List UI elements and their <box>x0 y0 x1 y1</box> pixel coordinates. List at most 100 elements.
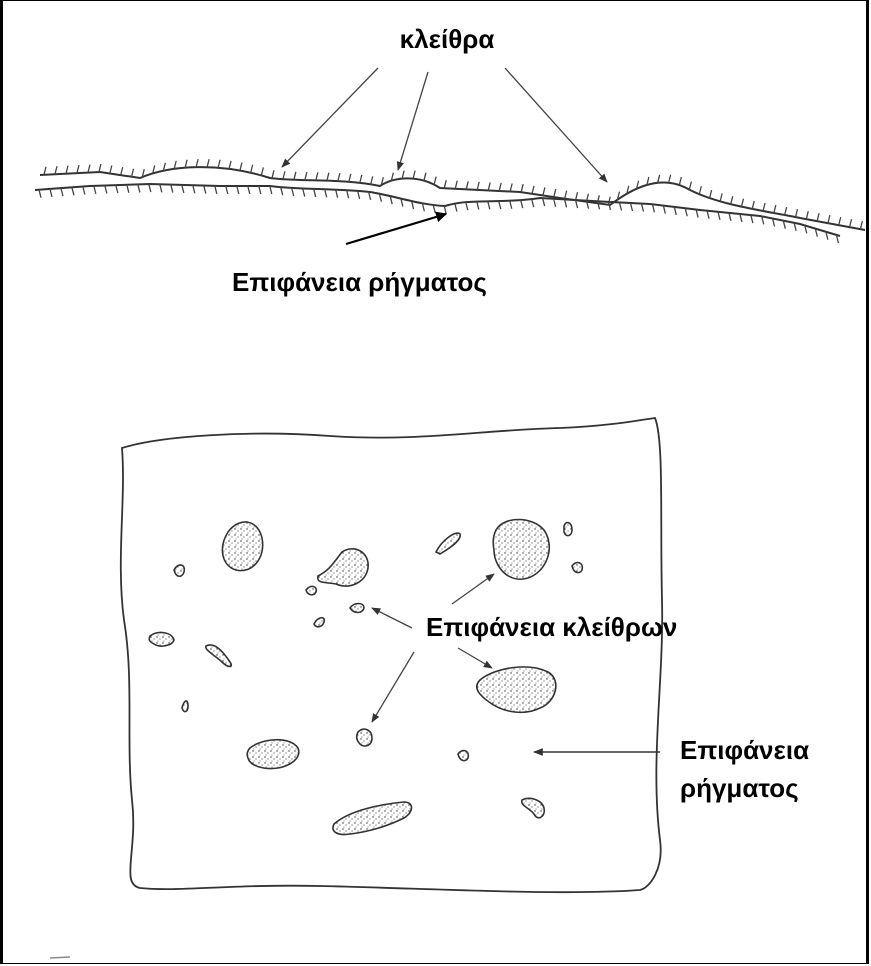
pore <box>318 549 368 586</box>
label-pore-surface: Επιφάνεια κλείθρων <box>426 612 677 642</box>
label-fracture-surface-right-line2: ρήγματος <box>680 773 799 803</box>
pore <box>350 604 364 613</box>
hatch-tick <box>261 167 263 175</box>
hatch-tick <box>455 204 457 212</box>
label-fracture-surface-top: Επιφάνεια ρήγματος <box>232 267 487 297</box>
hatch-tick <box>707 211 709 219</box>
stray-mark <box>50 957 70 958</box>
hatch-tick <box>710 190 712 198</box>
hatch-tick <box>336 190 338 198</box>
hatch-tick <box>521 200 523 208</box>
hatch-tick <box>424 173 426 181</box>
hatch-tick <box>55 166 57 174</box>
hatch-tick <box>77 165 79 173</box>
hatch-tick <box>88 165 90 173</box>
hatch-tick <box>477 182 479 190</box>
hatch-tick <box>499 183 501 191</box>
pore <box>333 802 412 835</box>
hatch-tick <box>554 199 556 207</box>
lower-fracture-wall <box>35 184 840 236</box>
hatch-tick <box>39 190 41 198</box>
hatch-tick <box>565 191 567 199</box>
pore <box>206 645 232 667</box>
hatch-tick <box>226 186 228 194</box>
hatch-tick <box>116 185 118 193</box>
pore <box>357 729 372 746</box>
hatch-tick <box>127 185 129 193</box>
hatch-tick <box>433 205 435 213</box>
hatch-tick <box>305 172 307 180</box>
hatch-tick <box>455 181 457 189</box>
hatch-tick <box>828 215 830 223</box>
hatch-tick <box>171 185 173 193</box>
hatch-tick <box>218 160 220 168</box>
hatch-tick <box>72 187 74 195</box>
hatch-tick <box>488 182 490 190</box>
hatch-tick <box>44 167 46 175</box>
hatch-tick <box>66 166 68 174</box>
hatch-tick <box>105 186 107 194</box>
hatch-tick <box>774 205 776 213</box>
hatch-tick <box>718 212 720 220</box>
hatch-tick <box>521 184 523 192</box>
hatch-tick <box>207 159 209 167</box>
hatch-tick <box>565 199 567 207</box>
hatch-tick <box>360 175 362 183</box>
pore <box>182 701 188 712</box>
hatch-tick <box>110 165 112 173</box>
hatch-tick <box>83 187 85 195</box>
hatch-tick <box>752 201 754 209</box>
hatch-tick <box>466 202 468 210</box>
hatch-tick <box>237 186 239 194</box>
hatch-tick <box>347 190 349 198</box>
hatch-tick <box>259 186 261 194</box>
hatch-tick <box>751 215 753 223</box>
hatch-tick <box>477 201 479 209</box>
pore <box>247 740 299 769</box>
hatch-tick <box>94 186 96 194</box>
hatch-tick <box>316 172 318 180</box>
hatch-tick <box>543 187 545 195</box>
hatch-tick <box>314 189 316 197</box>
hatch-tick <box>160 184 162 192</box>
pore <box>493 520 549 580</box>
hatch-tick <box>740 214 742 222</box>
hatch-tick <box>860 221 862 229</box>
pore <box>436 533 460 554</box>
hatch-tick <box>532 199 534 207</box>
pore <box>149 633 174 647</box>
hatch-tick <box>806 211 808 219</box>
hatch-tick <box>720 193 722 201</box>
hatch-tick <box>61 188 63 196</box>
hatch-tick <box>138 184 140 192</box>
hatch-tick <box>679 177 681 185</box>
hatch-tick <box>193 185 195 193</box>
hatch-tick <box>349 174 351 182</box>
hatch-tick <box>488 201 490 209</box>
label-fracture-surface-right-line1: Επιφάνεια <box>680 735 809 765</box>
hatch-tick <box>510 201 512 209</box>
hatch-tick <box>369 192 371 200</box>
hatch-tick <box>499 201 501 209</box>
hatch-tick <box>338 173 340 181</box>
hatch-tick <box>510 184 512 192</box>
pore-pointer-arrows <box>282 68 607 182</box>
hatch-tick <box>413 171 415 179</box>
hatch-tick <box>785 207 787 215</box>
pore <box>564 523 572 536</box>
hatch-tick <box>444 206 446 214</box>
hatch-tick <box>196 159 198 167</box>
hatch-tick <box>248 186 250 194</box>
pore-spots <box>149 520 582 835</box>
hatch-tick <box>444 180 446 188</box>
hatch-tick <box>795 209 797 217</box>
hatch-tick <box>619 202 621 210</box>
hatch-tick <box>402 171 404 179</box>
pore <box>222 522 262 571</box>
hatch-tick <box>543 198 545 206</box>
hatch-tick <box>554 189 556 197</box>
hatch-tick <box>839 217 841 225</box>
hatch-tick <box>204 186 206 194</box>
hatch-tick <box>215 186 217 194</box>
